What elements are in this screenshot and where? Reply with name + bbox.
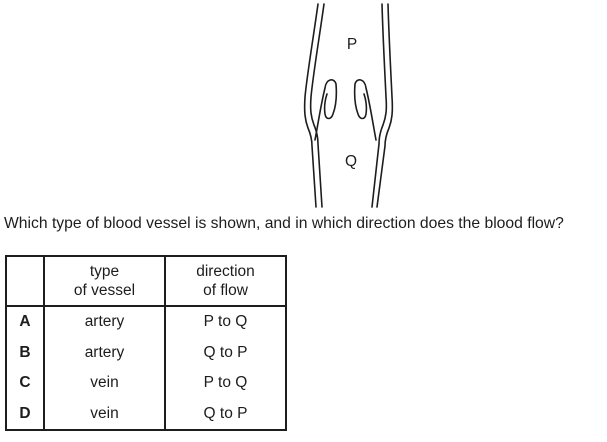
vessel-label-p: P — [347, 36, 357, 53]
valve-flap-left — [314, 79, 338, 141]
vessel-wall-left — [303, 3, 325, 208]
flow-direction-cell: P to Q — [166, 307, 285, 338]
vessel-type-cell: artery — [45, 337, 166, 368]
header-vessel-line2: of vessel — [73, 282, 136, 299]
option-letter[interactable]: A — [7, 307, 45, 338]
header-flow-cell: direction of flow — [166, 257, 285, 307]
header-vessel-cell: type of vessel — [45, 257, 166, 307]
header-option-cell — [7, 257, 45, 307]
flow-direction-cell: P to Q — [166, 368, 285, 399]
flow-direction-cell: Q to P — [166, 398, 285, 429]
question-text: Which type of blood vessel is shown, and… — [4, 215, 564, 232]
option-letter[interactable]: C — [7, 368, 45, 399]
vessel-type-cell: artery — [45, 307, 166, 338]
valve-flap-right — [353, 79, 377, 141]
option-letter[interactable]: D — [7, 398, 45, 429]
header-flow-line1: direction — [196, 263, 255, 280]
flow-direction-cell: Q to P — [166, 337, 285, 368]
answer-table: type of vessel direction of flow A arter… — [5, 255, 287, 431]
vessel-wall-right — [371, 3, 394, 208]
vessel-label-q: Q — [345, 153, 357, 170]
header-vessel-line1: type — [89, 263, 120, 280]
vessel-diagram: P Q — [303, 3, 394, 208]
option-letter[interactable]: B — [7, 337, 45, 368]
vessel-type-cell: vein — [45, 398, 166, 429]
vessel-type-cell: vein — [45, 368, 166, 399]
header-flow-line2: of flow — [203, 282, 248, 299]
